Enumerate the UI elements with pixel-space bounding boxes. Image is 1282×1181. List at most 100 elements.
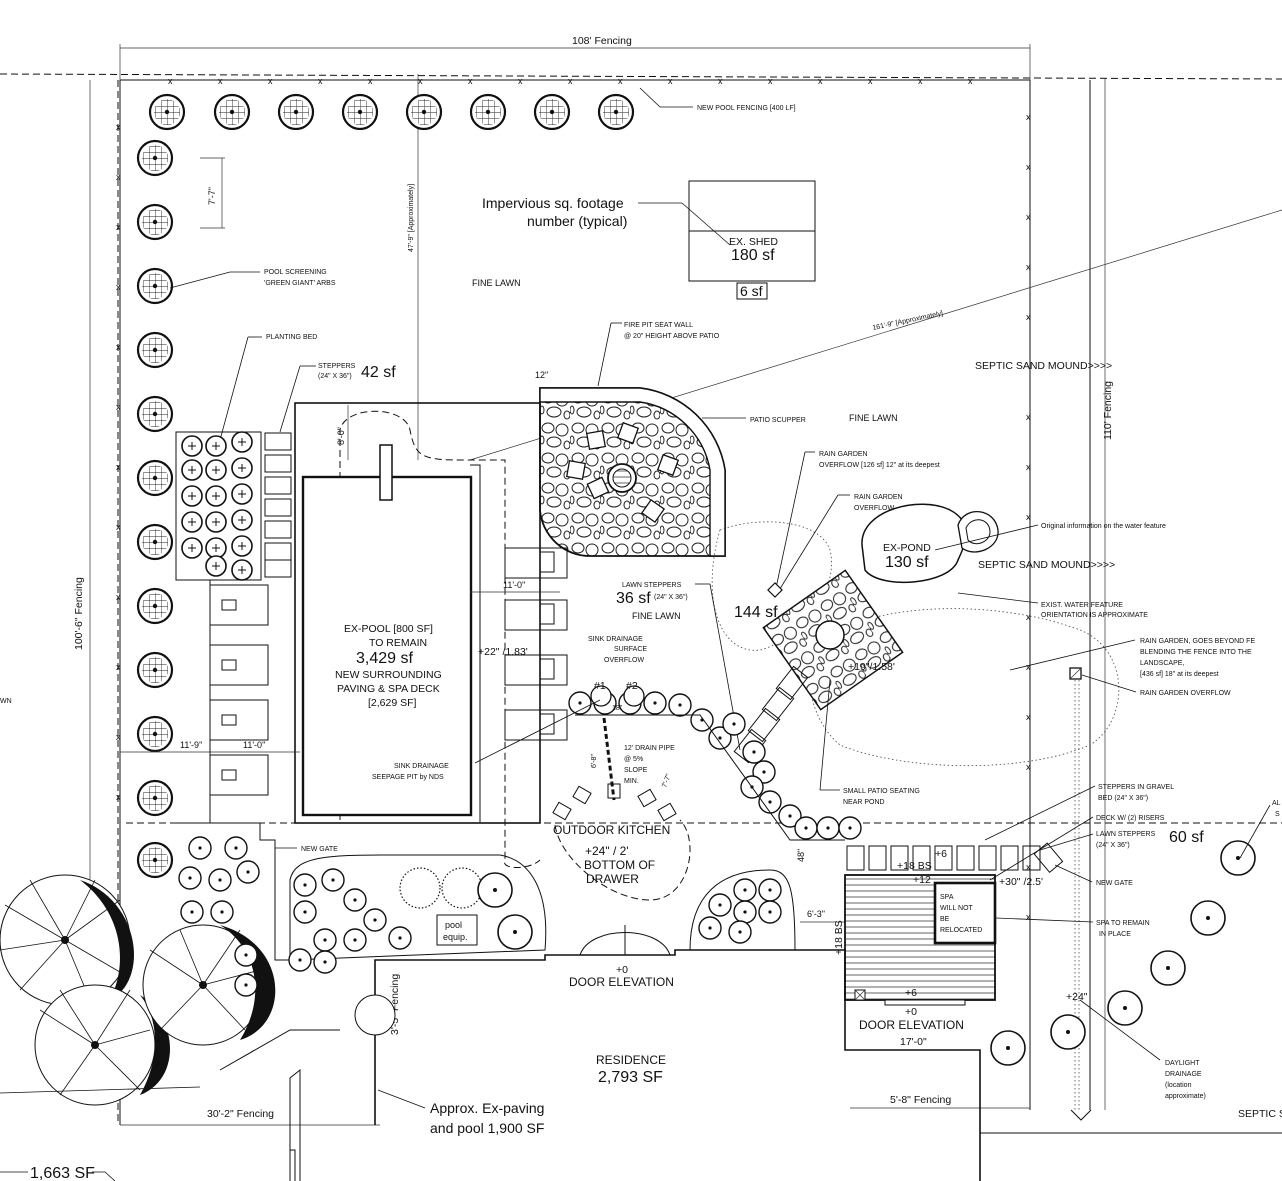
pool-paving-deck [294,402,541,868]
label-original-info: Original information on the water featur… [1041,523,1166,530]
label-shed-sf: 180 sf [731,247,775,264]
svg-text:x: x [1026,312,1031,322]
svg-text:(24" X 36"): (24" X 36") [318,373,352,380]
label-outdoor-kitchen: OUTDOOR KITCHEN [553,823,670,837]
svg-text:x: x [1026,762,1031,772]
label-spa: SPA [940,894,954,901]
rain-garden-overflow-marker [767,582,783,598]
svg-text:x: x [116,402,121,412]
svg-text:x: x [218,76,223,86]
label-fence-bottom-left: 30'-2" Fencing [207,1108,274,1120]
svg-text:x: x [116,122,121,132]
label-fence-left: 100'-6" Fencing [73,577,85,650]
svg-text:x: x [868,76,873,86]
label-residence: RESIDENCE [596,1053,666,1067]
label-deck-risers: DECK W/ (2) RISERS [1096,815,1165,822]
svg-text:[2,629 SF]: [2,629 SF] [368,697,417,709]
label-dim-18: 18" [612,705,623,712]
label-new-pool-fencing: NEW POOL FENCING [400 LF] [697,105,796,112]
label-door-elev-2: DOOR ELEVATION [859,1018,964,1032]
svg-text:x: x [768,76,773,86]
label-steppers-top-sf: 42 sf [361,364,396,381]
label-fence-right: 110' Fencing [1102,381,1114,440]
label-diagonal-dim: 161'-9" [Approximately] [872,310,944,332]
svg-text:x: x [918,76,923,86]
label-pool-equip-1: pool [445,920,462,930]
label-dim-12: 12" [535,370,548,380]
label-pond-sf: 130 sf [885,554,929,571]
fire-pit-patio [539,387,726,557]
label-fence-top: 108' Fencing [572,35,632,47]
svg-text:x: x [1026,462,1031,472]
svg-text:@ 5%: @ 5% [624,756,643,763]
label-patio-scupper: PATIO SCUPPER [750,417,806,424]
label-steppers-top: STEPPERS [318,363,356,370]
svg-text:x: x [1026,512,1031,522]
svg-text:x: x [116,342,121,352]
svg-text:WILL NOT: WILL NOT [940,905,974,912]
svg-text:x: x [618,76,623,86]
svg-text:x: x [718,76,723,86]
shrub-line-path [568,691,862,840]
svg-text:NEW SURROUNDING: NEW SURROUNDING [335,669,442,681]
svg-text:x: x [116,732,121,742]
svg-text:PAVING & SPA DECK: PAVING & SPA DECK [337,683,440,695]
svg-text:approximate): approximate) [1165,1093,1206,1100]
label-fine-lawn-2: FINE LAWN [849,413,898,423]
svg-text:(24" X 36"): (24" X 36") [1096,842,1130,849]
svg-text:x: x [318,76,323,86]
svg-text:x: x [668,76,673,86]
label-rain-garden-big: RAIN GARDEN, GOES BEYOND FE [1140,638,1255,645]
label-grade-18bs-1: +18 BS [897,860,932,872]
label-dim-48: 48" [796,849,806,862]
svg-text:x: x [368,76,373,86]
svg-text:x: x [968,76,973,86]
label-pool-sf: 3,429 sf [356,650,413,667]
svg-text:SEEPAGE PIT by NDS: SEEPAGE PIT by NDS [372,774,444,781]
label-fence-bottom-mid: 5'-8" Fencing [890,1094,951,1106]
svg-text:x: x [418,76,423,86]
label-cut-s: S [1275,811,1280,818]
svg-text:ORIENTATION IS APPROXIMATE: ORIENTATION IS APPROXIMATE [1041,612,1148,619]
label-grade-19: +19"/1.58' [848,661,895,673]
pool-equipment-bed [288,854,547,974]
label-door-elev-1: DOOR ELEVATION [569,975,674,989]
label-sink-seepage: SINK DRAINAGE [394,763,449,770]
svg-text:LANDSCAPE,: LANDSCAPE, [1140,660,1184,667]
svg-text:x: x [116,522,121,532]
svg-text:x: x [116,662,121,672]
label-sink-surface: SINK DRAINAGE [588,636,643,643]
label-shed-small-sf: 6 sf [740,283,763,299]
label-grade-6b: +6 [905,987,917,999]
label-septic-1: SEPTIC SAND MOUND>>>> [975,360,1112,372]
outdoor-kitchen [552,783,691,901]
svg-text:NEAR POND: NEAR POND [843,799,885,806]
label-lawn-steppers-2: LAWN STEPPERS [1096,831,1156,838]
label-approx-1: Approx. Ex-paving [430,1100,544,1116]
svg-text:x: x [1026,112,1031,122]
svg-text:x: x [1026,212,1031,222]
svg-text:x: x [168,76,173,86]
svg-text:equip.: equip. [443,932,468,942]
label-sf-1663: 1,663 SF [30,1165,95,1181]
label-fire-pit: FIRE PIT SEAT WALL [624,322,693,329]
label-tree-spacing: 7'-7" [207,187,217,205]
label-kitchen-grade: +24" / 2' [585,844,629,858]
small-patio-near-pond [762,569,904,791]
label-septic-2: SEPTIC SAND MOUND>>>> [978,559,1115,571]
label-dim-6-3: 6'-3" [807,909,825,919]
label-rain-garden-2: RAIN GARDEN [854,494,903,501]
svg-text:SURFACE: SURFACE [614,646,647,653]
label-grade-30: +30" /2.5' [999,876,1043,888]
svg-text:[436 sf] 18" at its deepest: [436 sf] 18" at its deepest [1140,671,1219,678]
svg-text:(24" X 36"): (24" X 36") [654,594,688,601]
svg-text:x: x [116,282,121,292]
svg-text:BED (24" X 36"): BED (24" X 36") [1098,795,1148,802]
label-daylight: DAYLIGHT [1165,1060,1200,1067]
label-drain: 12' DRAIN PIPE [624,745,675,752]
svg-text:x: x [468,76,473,86]
label-dim-11-9: 11'-9" [180,740,202,750]
lawn-steppers-diagonal [733,665,809,764]
label-small-patio: SMALL PATIO SEATING [843,788,920,795]
